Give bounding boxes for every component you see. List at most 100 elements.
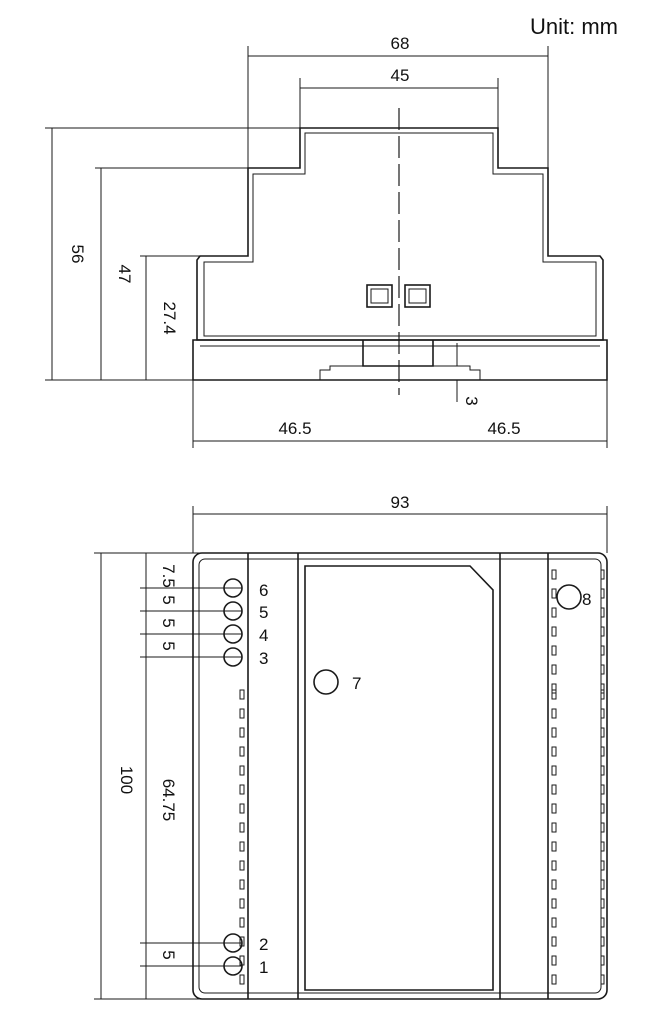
vent-slot bbox=[551, 683, 557, 694]
dim-total-width: 68 bbox=[391, 34, 410, 53]
vent-slot bbox=[551, 727, 557, 738]
led-indicator bbox=[313, 669, 339, 695]
vent-slot bbox=[600, 955, 605, 966]
vent-slot bbox=[551, 746, 557, 757]
front-view: 6 5 4 3 2 1 7 8 93 100 7.5 5 5 5 64.75 bbox=[94, 493, 608, 1000]
vent-slot bbox=[551, 822, 557, 833]
vent-slot bbox=[600, 784, 605, 795]
vent-slot bbox=[239, 746, 245, 757]
vent-slot bbox=[239, 803, 245, 814]
dim-top-width: 45 bbox=[391, 66, 410, 85]
vent-slot bbox=[551, 841, 557, 852]
pitch-label: 5 bbox=[159, 641, 178, 650]
vent-slot bbox=[600, 626, 605, 637]
vent-slot bbox=[239, 689, 245, 700]
vent-slot bbox=[600, 841, 605, 852]
vent-slot bbox=[551, 879, 557, 890]
vent-slot bbox=[551, 974, 557, 985]
vent-slot bbox=[239, 974, 245, 985]
vent-slot bbox=[600, 588, 605, 599]
terminal-label: 2 bbox=[259, 935, 268, 954]
vent-slot bbox=[239, 879, 245, 890]
front-body-inner bbox=[198, 558, 602, 994]
vent-slot bbox=[551, 936, 557, 947]
side-window-right bbox=[404, 284, 431, 308]
vent-slot bbox=[600, 746, 605, 757]
vent-slot bbox=[239, 822, 245, 833]
vent-slot bbox=[600, 708, 605, 719]
vent-slots bbox=[239, 569, 605, 985]
terminal-label: 5 bbox=[259, 603, 268, 622]
dim-height-mid: 47 bbox=[115, 265, 134, 284]
vent-slot bbox=[551, 765, 557, 776]
vent-slot bbox=[551, 917, 557, 928]
dim-height-base: 27.4 bbox=[160, 301, 179, 334]
front-body-outline bbox=[192, 552, 608, 1000]
vent-slot bbox=[600, 645, 605, 656]
vent-slot bbox=[551, 645, 557, 656]
vent-slot bbox=[600, 936, 605, 947]
vent-slot bbox=[551, 898, 557, 909]
pitch-label: 5 bbox=[159, 618, 178, 627]
pitch-label: 7.5 bbox=[159, 564, 178, 588]
dim-height-total: 56 bbox=[68, 245, 87, 264]
vent-slot bbox=[600, 607, 605, 618]
vent-slot bbox=[600, 683, 605, 694]
vent-slot bbox=[551, 784, 557, 795]
dim-front-height: 100 bbox=[117, 766, 136, 794]
vent-slot bbox=[551, 664, 557, 675]
vent-slot bbox=[600, 689, 605, 700]
terminal-label: 3 bbox=[259, 649, 268, 668]
side-window-right-inner bbox=[408, 288, 427, 304]
vent-slot bbox=[551, 860, 557, 871]
vent-slot bbox=[600, 727, 605, 738]
led-label: 7 bbox=[352, 674, 361, 693]
vent-slot bbox=[551, 803, 557, 814]
dim-half-right: 46.5 bbox=[487, 419, 520, 438]
vent-slot bbox=[239, 784, 245, 795]
vent-slot bbox=[551, 607, 557, 618]
side-rail-foot bbox=[319, 365, 481, 380]
vent-slot bbox=[239, 917, 245, 928]
dim-front-width: 93 bbox=[391, 493, 410, 512]
vent-slot bbox=[239, 841, 245, 852]
dim-bottom-pitch: 5 bbox=[159, 950, 178, 959]
vent-slot bbox=[600, 765, 605, 776]
side-view: 68 45 56 47 27.4 3 46.5 46.5 bbox=[45, 34, 608, 448]
side-body-inner bbox=[203, 132, 597, 337]
vent-slot bbox=[239, 898, 245, 909]
terminal-label: 4 bbox=[259, 626, 268, 645]
vent-slot bbox=[600, 879, 605, 890]
terminal-label: 6 bbox=[259, 581, 268, 600]
vent-slot bbox=[551, 689, 557, 700]
dim-half-left: 46.5 bbox=[278, 419, 311, 438]
vent-slot bbox=[239, 860, 245, 871]
side-window-left-inner bbox=[370, 288, 389, 304]
vent-slot bbox=[600, 664, 605, 675]
potentiometer bbox=[556, 584, 582, 610]
side-window-left bbox=[366, 284, 393, 308]
terminal-label: 1 bbox=[259, 958, 268, 977]
vent-slot bbox=[600, 803, 605, 814]
vent-slot bbox=[551, 708, 557, 719]
vent-slot bbox=[551, 588, 557, 599]
dim-terminal-span: 64.75 bbox=[159, 779, 178, 822]
pot-label: 8 bbox=[582, 590, 591, 609]
vent-slot bbox=[551, 626, 557, 637]
vent-slot bbox=[239, 765, 245, 776]
dim-rail-gap: 3 bbox=[462, 396, 481, 405]
vent-slot bbox=[239, 708, 245, 719]
unit-label: Unit: mm bbox=[530, 14, 618, 39]
vent-slot bbox=[600, 822, 605, 833]
side-rail-clip bbox=[362, 340, 434, 367]
vent-slot bbox=[600, 917, 605, 928]
vent-slot bbox=[239, 727, 245, 738]
vent-slot bbox=[551, 955, 557, 966]
vent-slot bbox=[600, 974, 605, 985]
vent-slot bbox=[600, 569, 605, 580]
vent-slot bbox=[600, 860, 605, 871]
side-body-outline bbox=[196, 127, 604, 341]
vent-slot bbox=[551, 569, 557, 580]
front-center-panel bbox=[304, 565, 494, 991]
